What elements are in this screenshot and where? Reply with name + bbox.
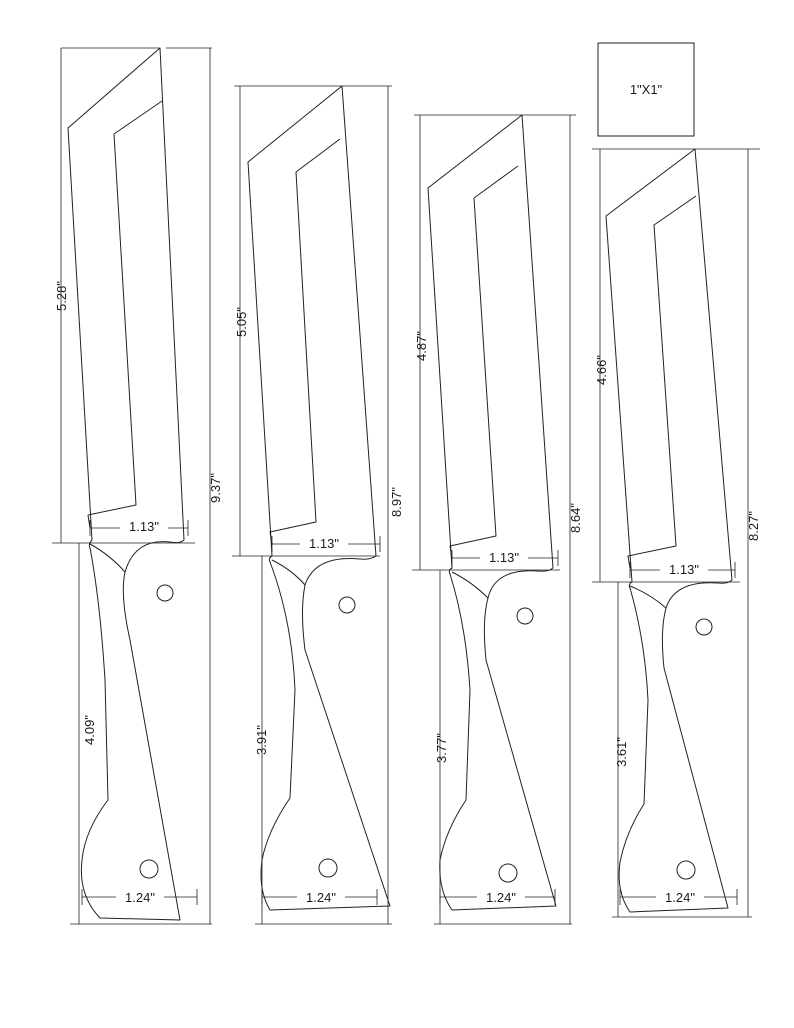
knife-outline: [67, 47, 185, 921]
handle-width-label: 1.24": [665, 890, 695, 905]
pin-hole-top: [695, 618, 713, 636]
blade-inner-line: [87, 100, 163, 529]
overall-length-label: 8.97": [389, 487, 404, 517]
overall-length-label: 8.27": [746, 511, 761, 541]
blade-width-label: 1.13": [309, 536, 339, 551]
handle-width-label: 1.24": [486, 890, 516, 905]
handle-length-label: 3.61": [614, 737, 629, 767]
handle-length-label: 3.77": [434, 733, 449, 763]
pin-hole-top: [516, 607, 534, 625]
handle-length-label: 3.91": [254, 725, 269, 755]
bolster-line: [271, 559, 306, 586]
blade-length-label: 5.05": [234, 307, 249, 337]
overall-length-label: 9.37": [208, 473, 223, 503]
blade-width-label: 1.13": [129, 519, 159, 534]
knife-template-3: 4.87" 3.77" 8.64" 1.13" 1.24": [412, 114, 583, 925]
pin-hole-bottom: [498, 863, 518, 883]
pin-hole-bottom: [318, 858, 338, 878]
blade-inner-line: [627, 195, 697, 569]
knife-template-4: 4.66" 3.61" 8.27" 1.13" 1.24": [592, 148, 761, 918]
knife-template-1: 5.28" 4.09" 9.37" 1.13" 1.24": [52, 47, 223, 925]
pin-hole-top: [156, 584, 174, 602]
scale-reference-box: 1"X1": [597, 42, 695, 137]
pin-hole-bottom: [139, 859, 159, 879]
blade-length-label: 5.28": [54, 281, 69, 311]
scale-label: 1"X1": [630, 82, 663, 97]
pin-hole-top: [338, 596, 356, 614]
knife-outline: [427, 114, 557, 911]
scale-square: [597, 42, 695, 137]
blade-length-label: 4.66": [594, 355, 609, 385]
blade-width-label: 1.13": [489, 550, 519, 565]
bolster-line: [629, 585, 667, 609]
handle-width-label: 1.24": [306, 890, 336, 905]
blade-inner-line: [449, 165, 519, 559]
handle-width-label: 1.24": [125, 890, 155, 905]
bolster-line: [89, 543, 126, 573]
overall-length-label: 8.64": [568, 503, 583, 533]
blade-length-label: 4.87": [414, 331, 429, 361]
blade-inner-line: [269, 138, 341, 545]
blade-width-label: 1.13": [669, 562, 699, 577]
bolster-line: [451, 571, 489, 599]
knife-outline: [247, 85, 391, 911]
knife-outline: [605, 148, 733, 913]
handle-length-label: 4.09": [82, 715, 97, 745]
pin-hole-bottom: [676, 860, 696, 880]
knife-template-2: 5.05" 3.91" 8.97" 1.13" 1.24": [232, 85, 404, 925]
